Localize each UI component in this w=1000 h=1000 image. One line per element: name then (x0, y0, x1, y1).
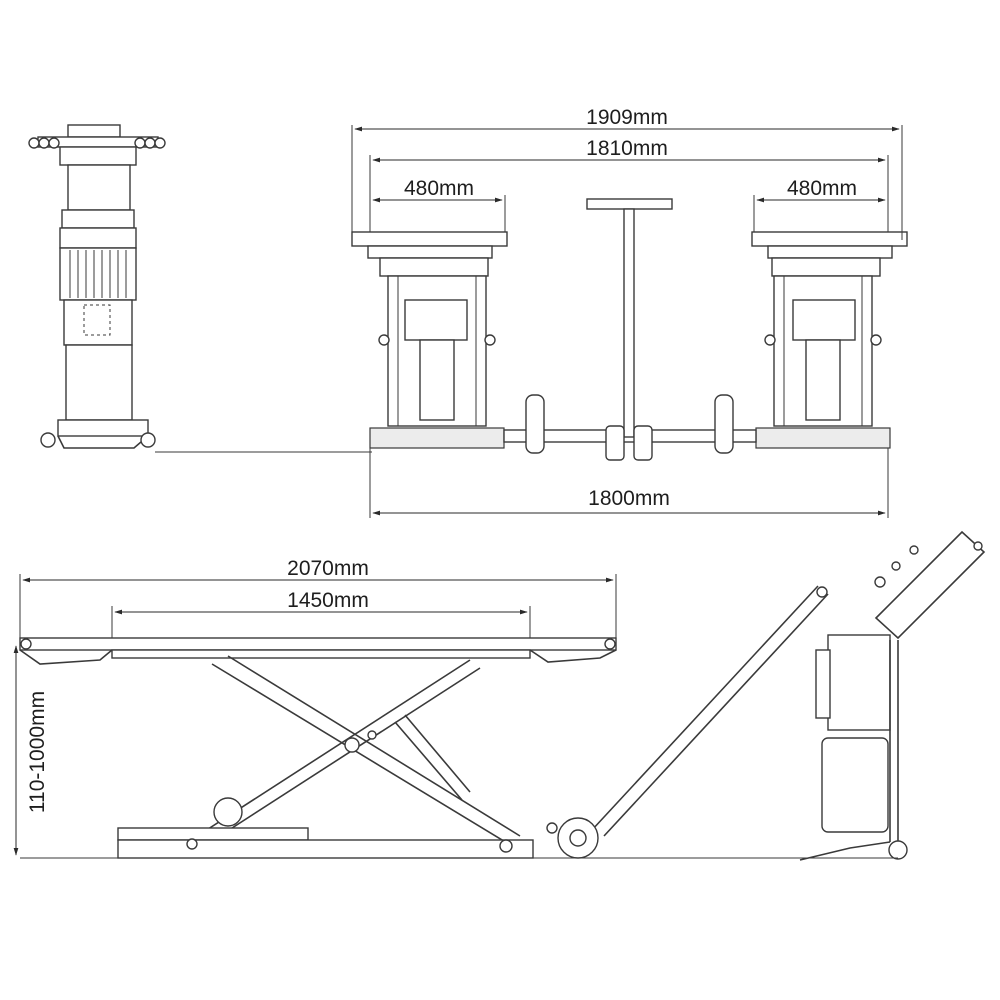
dim-height-range: 110-1000mm (26, 691, 49, 813)
length-view (19, 530, 986, 861)
dim-base-width: 1800mm (588, 487, 670, 510)
oil-tank (821, 737, 889, 833)
control-box (874, 530, 986, 640)
right-platform (751, 231, 908, 247)
dim-length-platform: 1450mm (287, 589, 369, 612)
dim-width-overall: 1909mm (586, 106, 668, 129)
front-view (351, 198, 908, 461)
dim-platform-left: 480mm (404, 177, 474, 200)
power-unit-motor (827, 634, 891, 731)
side-view (28, 124, 372, 453)
dimension-lines (13, 125, 903, 856)
left-platform (351, 231, 508, 247)
dim-width-inner: 1810mm (586, 137, 668, 160)
dim-platform-right: 480mm (787, 177, 857, 200)
dim-length-overall: 2070mm (287, 557, 369, 580)
